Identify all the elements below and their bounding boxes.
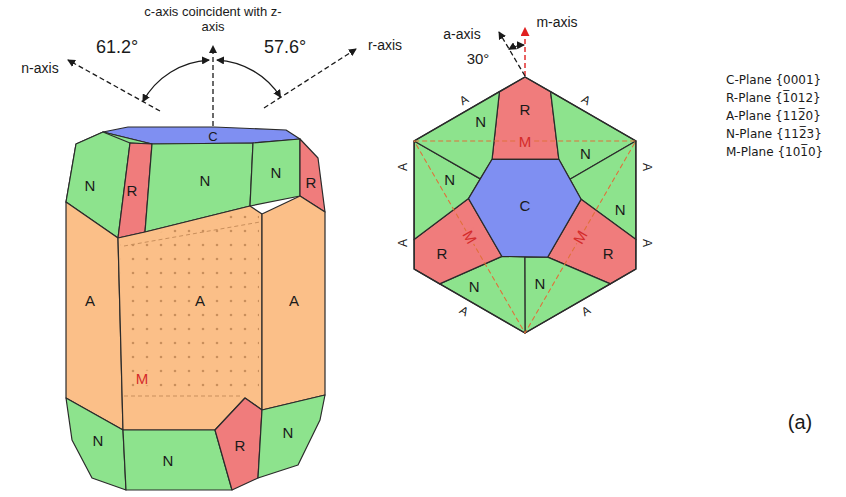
face-label: A	[289, 293, 299, 308]
plane-key: R-Plane {1̅012}	[726, 92, 821, 104]
face-label: N	[163, 453, 174, 468]
edge-label: A	[580, 92, 593, 106]
face-label: R	[306, 175, 317, 190]
face-label: N	[444, 171, 455, 186]
n-face	[250, 139, 300, 206]
angle-label: 61.2°	[96, 38, 138, 56]
face-label: C	[208, 130, 217, 143]
face-label: M	[459, 227, 479, 247]
panel-label: (a)	[788, 412, 812, 432]
face-label: R	[127, 183, 138, 198]
c-face	[468, 159, 581, 257]
edge-label: A	[458, 92, 471, 106]
crystal-top-view	[359, 77, 653, 365]
plane-key: N-Plane {112̅3}	[726, 128, 822, 140]
edge-label: A	[397, 163, 409, 171]
face-label: N	[535, 276, 546, 291]
a-axis-line	[499, 32, 525, 76]
face-label: R	[235, 438, 246, 453]
angle-arc	[217, 60, 281, 97]
face-label: R	[436, 246, 447, 261]
edge-label: A	[458, 303, 471, 317]
angle-label: 30°	[467, 51, 490, 66]
axis-label: r-axis	[368, 38, 402, 52]
face-label: N	[283, 425, 294, 440]
crystal-3d	[66, 127, 325, 490]
plane-key: A-Plane {112̅0}	[726, 110, 821, 122]
face-label: N	[85, 178, 96, 193]
edge-label: A	[641, 239, 653, 247]
angle-arc	[509, 45, 524, 49]
axis-label: m-axis	[536, 15, 577, 29]
n-axis-line	[68, 60, 160, 111]
face-label: C	[520, 198, 531, 213]
face-label: N	[271, 165, 282, 180]
angle-label: 57.6°	[264, 38, 306, 56]
plane-key: M-Plane {101̅0}	[726, 146, 823, 158]
r-face	[492, 77, 559, 159]
c-axis-line	[212, 46, 213, 126]
m-plane-dots	[120, 210, 259, 395]
face-label: N	[580, 145, 591, 160]
axis-label: n-axis	[21, 61, 58, 75]
a-face	[118, 206, 262, 430]
a-face	[66, 202, 123, 430]
face-label: A	[194, 293, 206, 308]
face-label: M	[135, 371, 150, 386]
angle-arc	[143, 60, 209, 101]
face-label: M	[570, 227, 590, 247]
n-face	[123, 430, 232, 490]
face-label: N	[615, 201, 626, 216]
m-plane-trace	[414, 141, 636, 333]
plane-key: C-Plane {0001}	[726, 74, 821, 86]
face-label: A	[85, 293, 95, 308]
edge-label: A	[641, 163, 653, 171]
face-label: R	[603, 246, 614, 261]
face-label: N	[469, 278, 480, 293]
axis-label: a-axis	[443, 27, 480, 41]
face-label: M	[518, 133, 533, 148]
n-face	[258, 395, 325, 478]
hexagon-outline	[414, 77, 636, 333]
face-label: N	[93, 433, 104, 448]
r-axis-line	[264, 49, 356, 108]
face-label: N	[475, 113, 486, 128]
m-axis-line	[524, 28, 525, 76]
face-label: R	[520, 101, 531, 116]
edge-label: A	[397, 239, 409, 247]
edge-label: A	[580, 303, 593, 317]
a-face	[262, 196, 325, 410]
face-label: N	[200, 173, 211, 188]
axis-label: c-axis coincident with z-axis	[138, 5, 288, 35]
m-plane-trace	[124, 396, 240, 397]
r-face	[215, 398, 262, 490]
n-face	[66, 398, 126, 490]
m-plane-trace	[124, 222, 260, 246]
